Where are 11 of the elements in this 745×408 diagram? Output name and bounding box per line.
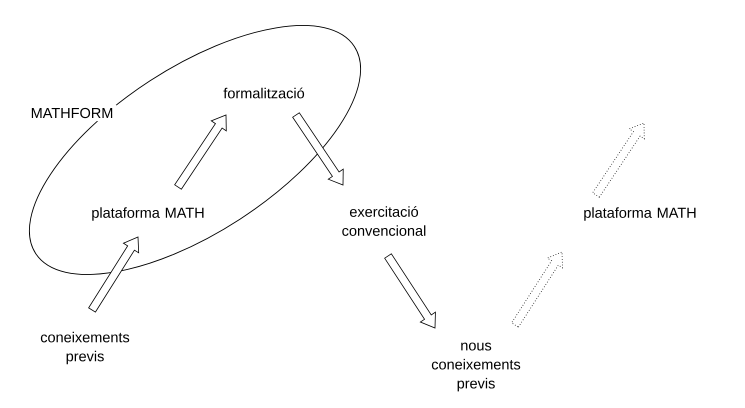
hollow-arrow [511, 251, 563, 328]
node-label: coneixements previs [40, 332, 130, 364]
node-label: plataforma MATH [92, 207, 204, 221]
hollow-arrow [88, 236, 140, 313]
hollow-arrow [292, 112, 344, 186]
node-label: formalització [224, 88, 304, 98]
hollow-arrow [592, 122, 645, 198]
node-label: nous coneixements previs [432, 342, 520, 392]
hollow-arrow [174, 114, 227, 190]
hollow-arrow [384, 253, 436, 329]
node-label: plataforma MATH [584, 207, 696, 221]
